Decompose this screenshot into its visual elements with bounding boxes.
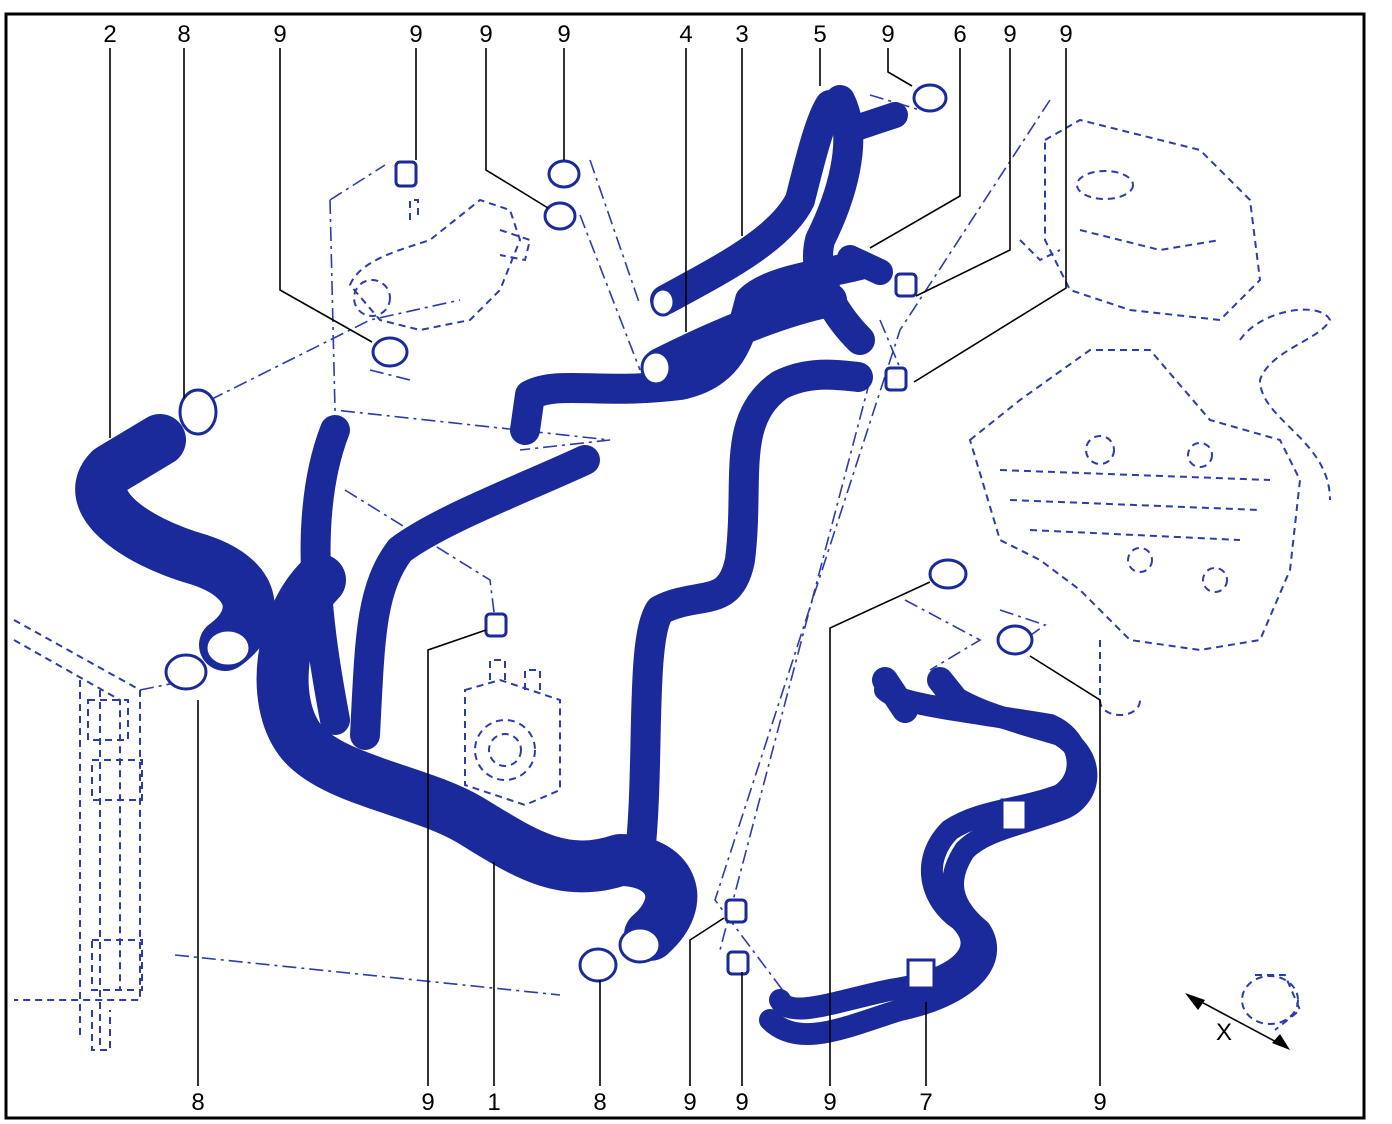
dimension-label: X bbox=[1216, 1019, 1232, 1046]
callout-number: 8 bbox=[177, 21, 190, 48]
hose-4 bbox=[510, 250, 875, 445]
callout-number: 7 bbox=[919, 1089, 932, 1116]
clamp-9 bbox=[884, 366, 908, 392]
callout-number: 9 bbox=[409, 21, 422, 48]
radiator-outline bbox=[13, 619, 143, 1051]
clamp-9 bbox=[724, 898, 748, 924]
callout-number: 4 bbox=[679, 21, 692, 48]
engine-block-outline bbox=[968, 308, 1332, 716]
clamp-9 bbox=[894, 272, 918, 298]
hose-1 bbox=[256, 359, 873, 964]
hose-3 bbox=[650, 90, 845, 317]
callout-number: 8 bbox=[593, 1089, 606, 1116]
clamp-8 bbox=[164, 653, 208, 691]
clamp-9 bbox=[547, 159, 581, 189]
callout-number: 9 bbox=[557, 21, 570, 48]
clamp-9 bbox=[394, 160, 418, 188]
thermostat-housing-outline bbox=[348, 198, 532, 332]
clamp-9 bbox=[726, 950, 750, 976]
clamp-8 bbox=[178, 388, 218, 436]
clamps bbox=[164, 83, 1034, 983]
clamp-detail: X bbox=[1185, 974, 1302, 1050]
hose-6 bbox=[837, 245, 893, 285]
callout-number: 3 bbox=[735, 21, 748, 48]
clamp-9 bbox=[543, 201, 577, 231]
diagram-border bbox=[4, 12, 1366, 1120]
leader-lines bbox=[109, 48, 1101, 1086]
expansion-tank-outline bbox=[1019, 118, 1262, 322]
clamp-9 bbox=[996, 624, 1034, 656]
callout-number: 9 bbox=[1093, 1089, 1106, 1116]
clamp-8 bbox=[578, 947, 618, 983]
callout-number: 5 bbox=[813, 21, 826, 48]
clamp-9 bbox=[928, 558, 968, 590]
hose-2 bbox=[75, 414, 275, 671]
callout-number: 9 bbox=[273, 21, 286, 48]
callout-number: 9 bbox=[1003, 21, 1016, 48]
bottom-callouts: 8 9 1 8 9 9 9 7 9 bbox=[191, 1089, 1106, 1116]
callout-number: 8 bbox=[191, 1089, 204, 1116]
clamp-9 bbox=[371, 336, 409, 368]
callout-number: 1 bbox=[487, 1089, 500, 1116]
callout-number: 6 bbox=[953, 21, 966, 48]
callout-number: 9 bbox=[421, 1089, 434, 1116]
clamp-9 bbox=[912, 83, 948, 113]
assembly-lines bbox=[139, 94, 1051, 1001]
callout-number: 9 bbox=[1059, 21, 1072, 48]
callout-number: 9 bbox=[479, 21, 492, 48]
callout-number: 9 bbox=[823, 1089, 836, 1116]
hose-5 bbox=[803, 85, 908, 355]
top-callouts: 2 8 9 9 9 9 4 3 5 9 6 9 9 bbox=[103, 21, 1072, 48]
callout-number: 9 bbox=[735, 1089, 748, 1116]
callout-number: 2 bbox=[103, 21, 116, 48]
clamp-9 bbox=[484, 612, 508, 638]
callout-number: 9 bbox=[683, 1089, 696, 1116]
pipe-assembly-7 bbox=[759, 667, 1098, 1045]
oil-cooler-outline bbox=[464, 659, 561, 807]
callout-number: 9 bbox=[881, 21, 894, 48]
